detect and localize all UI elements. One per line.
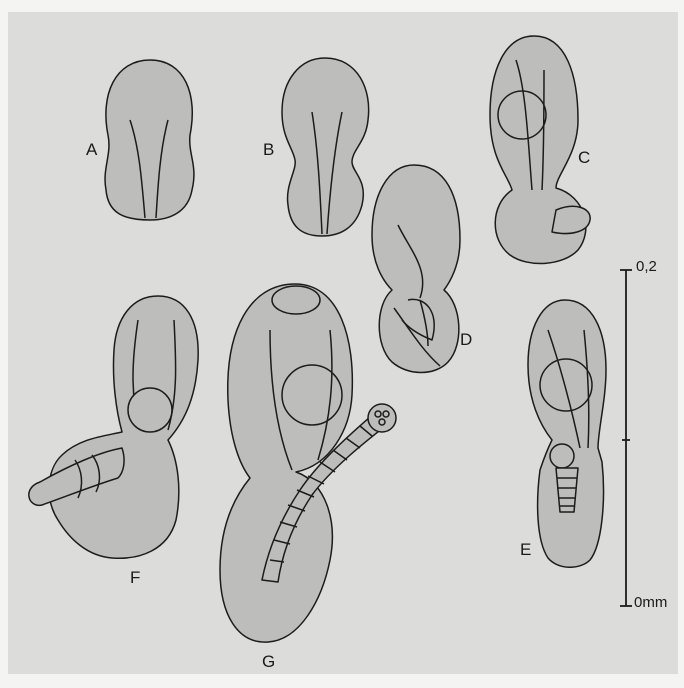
stage-label-f: F [130, 568, 140, 588]
embryo-d [372, 165, 460, 373]
stage-label-b: B [263, 140, 274, 160]
stage-label-a: A [86, 140, 97, 160]
stage-label-d: D [460, 330, 472, 350]
scale-top-label: 0,2 [636, 258, 657, 275]
stage-label-e: E [520, 540, 531, 560]
embryo-a [105, 60, 194, 220]
scale-bottom-label: 0mm [634, 594, 667, 611]
stage-label-g: G [262, 652, 275, 672]
embryo-b [282, 58, 369, 236]
stage-label-c: C [578, 148, 590, 168]
